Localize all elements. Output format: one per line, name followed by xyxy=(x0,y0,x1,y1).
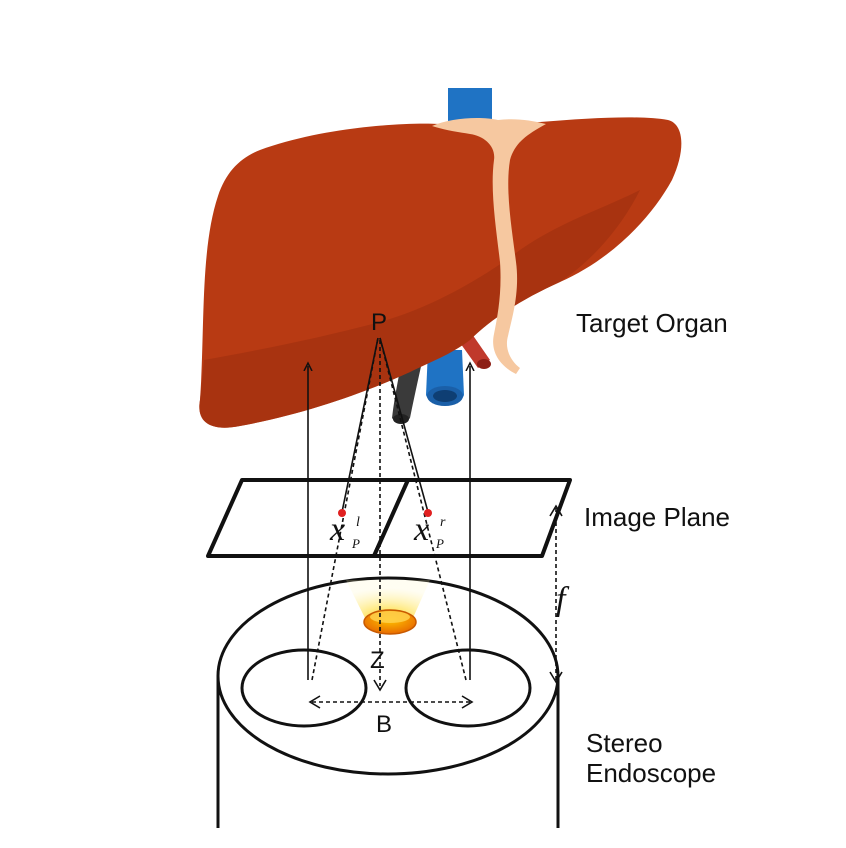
point-p-label: P xyxy=(371,309,387,336)
right-camera-lens xyxy=(404,648,532,728)
x-left-subscript: P xyxy=(351,536,360,551)
vena-cava-vessel xyxy=(448,88,492,128)
x-left-superscript: l xyxy=(356,515,360,530)
light-source-highlight xyxy=(370,611,410,623)
liver-illustration xyxy=(199,88,682,428)
x-right-symbol: x xyxy=(413,511,429,548)
image-plane xyxy=(206,478,572,558)
baseline-b-label: B xyxy=(376,711,392,738)
hepatic-artery-end xyxy=(477,359,491,369)
baseline-arrow-right xyxy=(461,695,474,709)
hepatic-vein-lumen xyxy=(433,390,457,402)
image-plane-right xyxy=(372,478,572,558)
x-right-superscript: r xyxy=(440,515,446,530)
endoscope-face xyxy=(216,576,560,776)
baseline-arrow-left xyxy=(308,695,321,709)
left-ray-solid xyxy=(341,337,379,513)
right-ray-solid xyxy=(379,337,429,513)
endoscope-label: Endoscope xyxy=(586,758,716,788)
right-projected-point xyxy=(424,509,432,517)
stereo-endoscope xyxy=(216,576,560,828)
image-plane-label: Image Plane xyxy=(584,502,730,532)
depth-arrowhead xyxy=(373,679,387,692)
target-organ-label: Target Organ xyxy=(576,308,728,338)
focal-arrow-bottom xyxy=(549,671,563,684)
projection-geometry xyxy=(308,337,563,709)
depth-z-label: Z xyxy=(370,647,385,674)
stereo-label: Stereo xyxy=(586,728,663,758)
focal-arrow-top xyxy=(549,504,563,517)
x-right-subscript: P xyxy=(435,536,444,551)
right-ray-dashed xyxy=(379,337,467,681)
light-beam xyxy=(346,580,430,620)
left-projected-point xyxy=(338,509,346,517)
focal-f-label: f xyxy=(556,581,570,618)
x-left-symbol: x xyxy=(329,511,345,548)
left-camera-lens xyxy=(240,648,368,728)
